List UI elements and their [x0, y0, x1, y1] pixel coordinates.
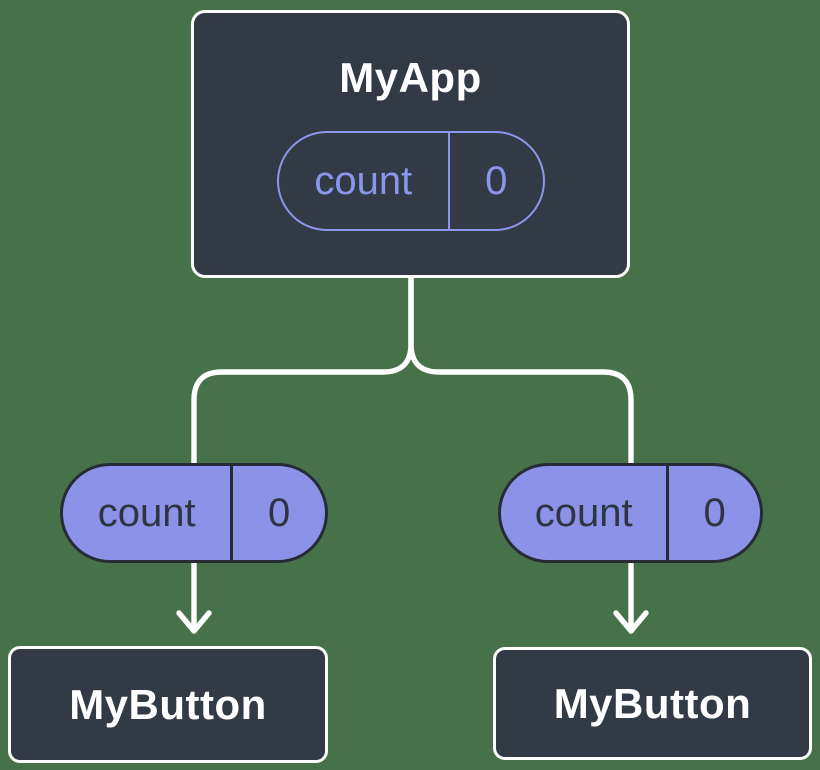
node-myapp-label: MyApp: [339, 54, 482, 101]
state-pill: count 0: [276, 131, 545, 231]
prop-pill-left: count 0: [60, 463, 328, 563]
node-mybutton-label: MyButton: [69, 680, 267, 728]
branch-connector-right: [408, 273, 634, 467]
node-mybutton-label: MyButton: [553, 679, 752, 727]
arrow-down-icon: [613, 559, 649, 634]
prop-pill-right: count 0: [498, 463, 763, 563]
node-mybutton-left: MyButton: [8, 646, 328, 763]
branch-connector-left: [191, 273, 414, 467]
state-pill-value: 0: [485, 158, 508, 203]
node-mybutton-right: MyButton: [493, 647, 812, 760]
prop-pill-name: count: [63, 466, 234, 560]
state-pill-name: count: [279, 133, 451, 229]
arrow-down-icon: [176, 559, 212, 634]
prop-pill-value: 0: [703, 490, 726, 535]
prop-pill-name: count: [501, 466, 670, 560]
node-myapp: MyApp count 0: [191, 10, 630, 278]
prop-pill-value: 0: [268, 490, 291, 535]
